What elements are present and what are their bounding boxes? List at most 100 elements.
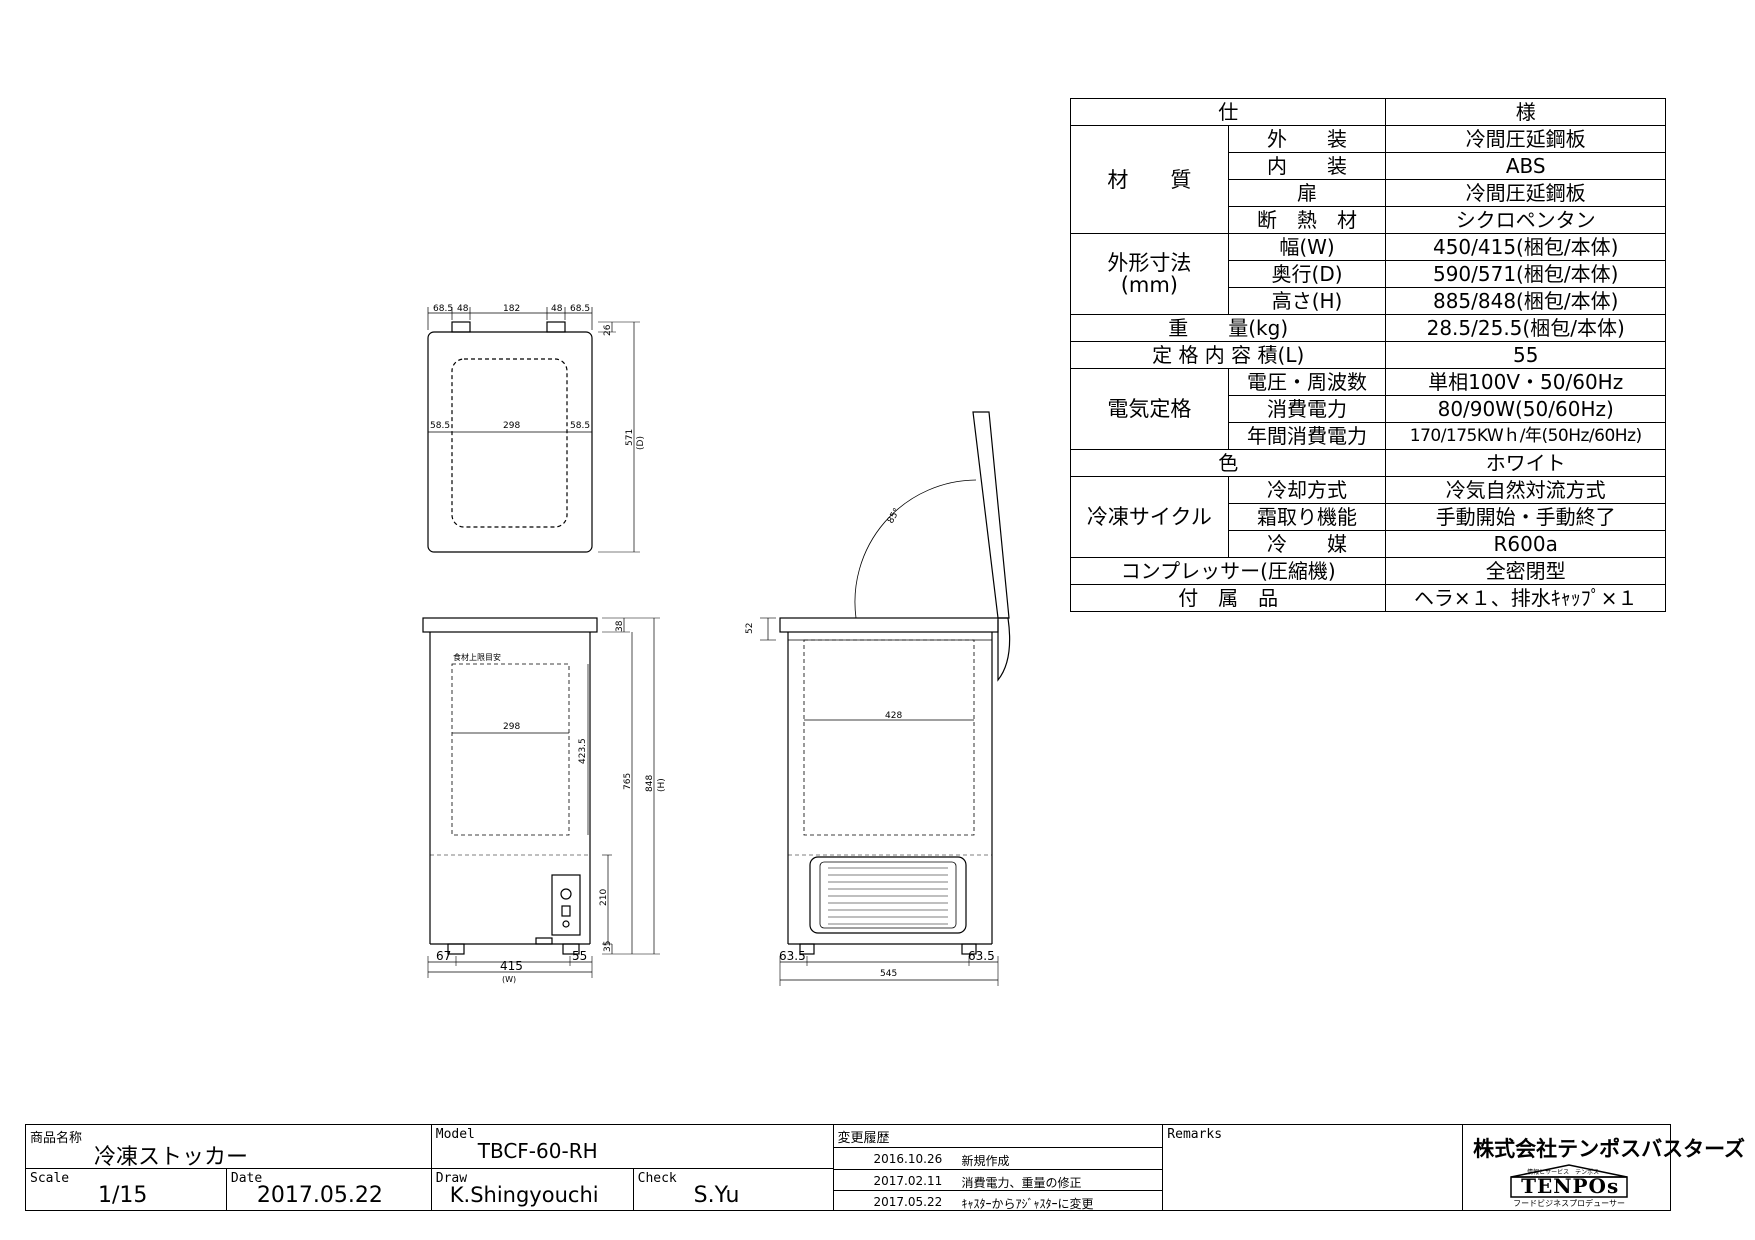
spec-weight-item: 重 量(kg) (1069, 314, 1387, 342)
spec-item: 冷 媒 (1227, 530, 1387, 558)
dim-top-1: 68.5 (433, 304, 453, 314)
draw-label: Draw (435, 1171, 468, 1186)
dim-571: 571 (625, 429, 635, 446)
side-foot-right: 63.5 (968, 949, 995, 963)
model-label: Model (435, 1127, 475, 1142)
front-dim-55: 55 (572, 949, 587, 963)
tenpos-logo: 情報とサービス テンポス TENPOs フードビジネスプロデューサー (1507, 1163, 1631, 1208)
front-dim-67: 67 (436, 949, 451, 963)
spec-value: 590/571(梱包/本体) (1385, 260, 1666, 288)
company-cell: 株式会社テンポスバスターズ 情報とサービス テンポス TENPOs フードビジネ… (1462, 1124, 1745, 1211)
spec-value: シクロペンタン (1385, 206, 1666, 234)
history-text-1: 新規作成 (961, 1154, 1010, 1168)
spec-value: 手動開始・手動終了 (1385, 503, 1666, 531)
front-view (422, 617, 660, 978)
spec-accessory-value: ヘラ×１、排水ｷｬｯﾌﾟ×１ (1385, 584, 1666, 612)
history-date-2: 2017.02.11 (873, 1174, 943, 1188)
spec-item: 消費電力 (1227, 395, 1387, 423)
spec-capacity-item: 定 格 内 容 積(L) (1069, 341, 1387, 369)
spec-header-left: 仕 (1069, 98, 1387, 126)
spec-value: 冷気自然対流方式 (1385, 476, 1666, 504)
front-inner-height: 423.5 (578, 738, 588, 764)
spec-weight-value: 28.5/25.5(梱包/本体) (1385, 314, 1666, 342)
remarks-label: Remarks (1167, 1127, 1223, 1142)
side-total-depth: 545 (880, 969, 897, 979)
dim-top-4: 48 (551, 304, 563, 314)
spec-item: 高さ(H) (1227, 287, 1387, 315)
side-view (760, 411, 1011, 986)
check-value: S.Yu (693, 1183, 740, 1208)
history-label: 変更履歴 (837, 1131, 890, 1146)
dim-inner-right: 58.5 (570, 421, 590, 431)
logo-top-text: 情報とサービス テンポス (1527, 1169, 1600, 1176)
spec-value: ABS (1385, 152, 1666, 180)
spec-item: 年間消費電力 (1227, 422, 1387, 450)
date-label: Date (230, 1171, 263, 1186)
front-dim-38: 38 (615, 620, 625, 632)
title-block: 商品名称 冷凍ストッカー Model TBCF-60-RH 変更履歴 2016.… (25, 1124, 1745, 1211)
product-value: 冷凍ストッカー (94, 1145, 249, 1170)
front-dim-765: 765 (623, 773, 633, 790)
spec-value: 450/415(梱包/本体) (1385, 233, 1666, 261)
spec-group-dimensions-line1: 外形寸法 (1107, 251, 1192, 275)
food-limit-label: 食材上限目安 (453, 652, 501, 662)
side-foot-left: 63.5 (779, 949, 806, 963)
history-cell: 変更履歴 2016.10.26 新規作成 2017.02.11 消費電力、重量の… (832, 1124, 1164, 1211)
spec-value: 170/175KWｈ/年(50Hz/60Hz) (1385, 422, 1666, 450)
logo-sub-text: フードビジネスプロデューサー (1513, 1199, 1625, 1208)
spec-item: 扉 (1227, 179, 1387, 207)
spec-group-dimensions: 外形寸法 (mm) (1070, 233, 1229, 315)
scale-value: 1/15 (98, 1183, 148, 1208)
check-cell: Check S.Yu (632, 1168, 834, 1211)
scale-cell: Scale 1/15 (25, 1168, 227, 1211)
product-cell: 商品名称 冷凍ストッカー (25, 1124, 432, 1170)
spec-group-cycle: 冷凍サイクル (1070, 476, 1229, 558)
front-dim-35: 35 (603, 941, 613, 952)
dim-26: 26 (603, 324, 613, 336)
spec-item: 電圧・周波数 (1227, 368, 1387, 396)
front-inner-width: 298 (503, 722, 520, 732)
spec-item: 内 装 (1227, 152, 1387, 180)
dim-top-2: 48 (457, 304, 469, 314)
spec-item: 断 熱 材 (1227, 206, 1387, 234)
front-dim-415-sub: (W) (502, 975, 516, 984)
front-dim-848-sub: (H) (657, 778, 667, 792)
spec-group-dimensions-line2: (mm) (1120, 273, 1179, 297)
spec-value: 80/90W(50/60Hz) (1385, 395, 1666, 423)
company-name: 株式会社テンポスバスターズ (1473, 1137, 1746, 1161)
spec-accessory-item: 付 属 品 (1069, 584, 1387, 612)
front-dim-848: 848 (645, 775, 655, 792)
spec-table: 仕 様 材 質 外 装 冷間圧延鋼板 内 装 ABS 扉 冷間圧延鋼板 断 熱 … (1069, 98, 1666, 612)
spec-item: 幅(W) (1227, 233, 1387, 261)
front-dim-210: 210 (599, 889, 609, 906)
front-dim-415: 415 (500, 959, 523, 973)
spec-color-item: 色 (1069, 449, 1387, 477)
draw-value: K.Shingyouchi (449, 1183, 599, 1207)
scale-label: Scale (30, 1171, 70, 1186)
logo-main-text: TENPOs (1521, 1174, 1620, 1198)
dim-inner-left: 58.5 (430, 421, 450, 431)
spec-group-material: 材 質 (1070, 125, 1229, 234)
spec-value: 885/848(梱包/本体) (1385, 287, 1666, 315)
side-angle: 85° (886, 507, 903, 526)
spec-compressor-value: 全密閉型 (1385, 557, 1666, 585)
spec-item: 奥行(D) (1227, 260, 1387, 288)
model-value: TBCF-60-RH (477, 1139, 598, 1163)
spec-color-value: ホワイト (1385, 449, 1666, 477)
remarks-cell: Remarks (1162, 1124, 1464, 1211)
spec-value: R600a (1385, 530, 1666, 558)
history-text-3: ｷｬｽﾀｰからｱｼﾞｬｽﾀｰに変更 (961, 1197, 1094, 1211)
check-label: Check (637, 1171, 677, 1186)
side-dim-52: 52 (745, 623, 755, 634)
spec-capacity-value: 55 (1385, 341, 1666, 369)
spec-value: 冷間圧延鋼板 (1385, 125, 1666, 153)
spec-header-right: 様 (1385, 98, 1666, 126)
date-cell: Date 2017.05.22 (225, 1168, 432, 1211)
date-value: 2017.05.22 (256, 1183, 383, 1208)
dim-top-3: 182 (503, 304, 520, 314)
spec-value: 冷間圧延鋼板 (1385, 179, 1666, 207)
dim-571-sub: (D) (636, 436, 646, 450)
spec-item: 外 装 (1227, 125, 1387, 153)
spec-value: 単相100V・50/60Hz (1385, 368, 1666, 396)
